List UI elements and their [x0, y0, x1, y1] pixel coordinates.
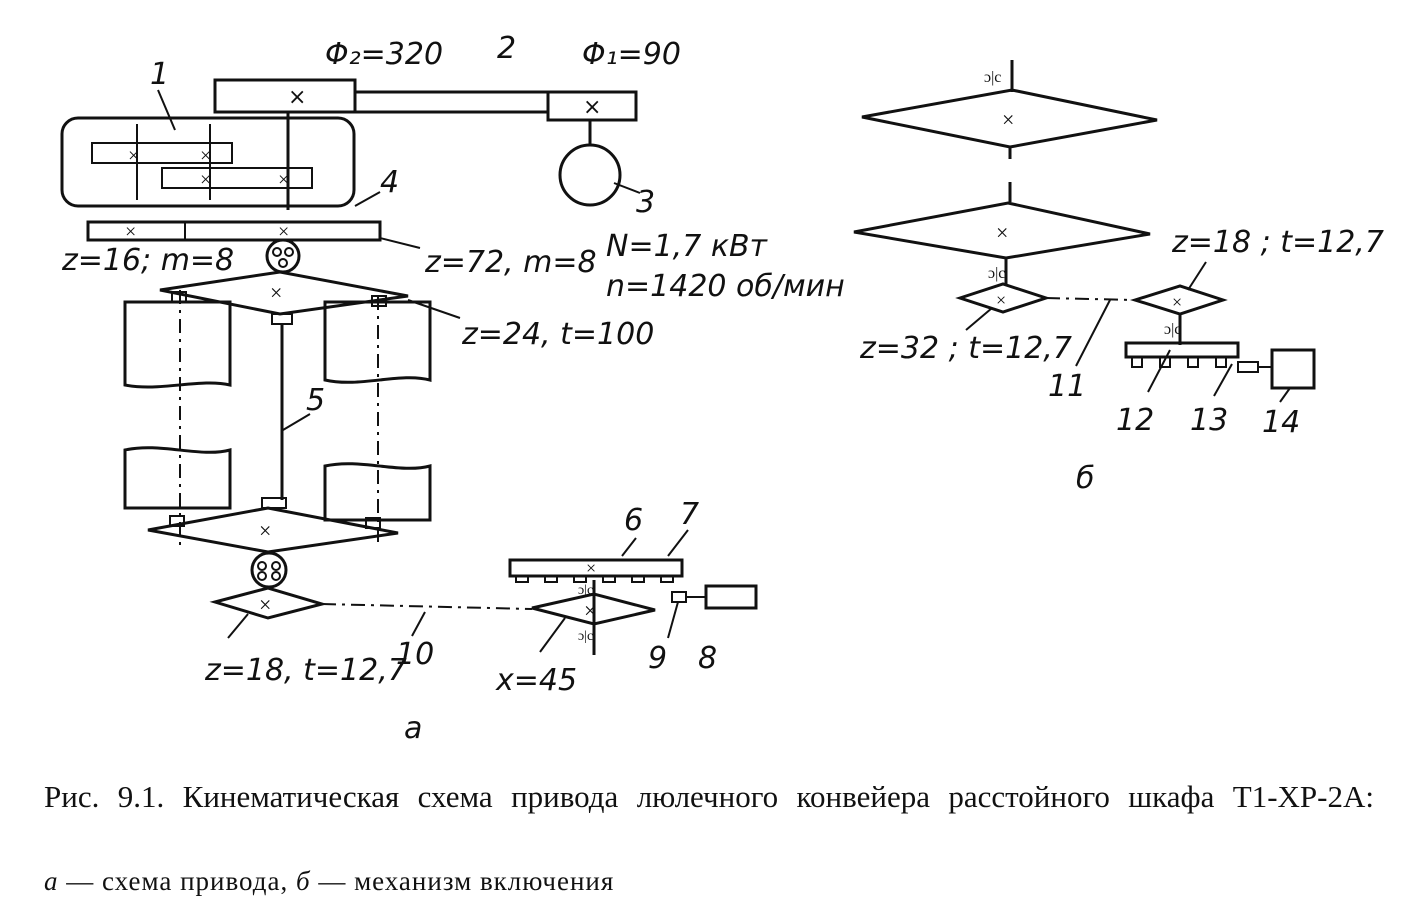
reducer: × × × ×: [60, 89, 356, 208]
label-z32: z=32 ; t=12,7: [859, 331, 1072, 366]
label-9: 9: [648, 641, 667, 676]
legend-b-text: — механизм включения: [310, 866, 615, 896]
svg-text:×: ×: [288, 85, 306, 110]
svg-text:×: ×: [200, 169, 211, 191]
svg-text:×: ×: [1172, 292, 1182, 312]
svg-text:×: ×: [996, 290, 1006, 310]
lower-chain: × × ɔ|c ɔ|c ×: [209, 529, 758, 655]
svg-text:×: ×: [586, 558, 596, 578]
label-1: 1: [150, 57, 169, 92]
label-sub-a: а: [404, 711, 422, 746]
motor-circle: [558, 143, 622, 207]
label-z18a: z=18, t=12,7: [204, 653, 407, 688]
label-phi2: Φ₂=320: [325, 37, 443, 72]
conveyor: × ×: [123, 270, 461, 589]
svg-text:×: ×: [1002, 107, 1014, 132]
svg-text:×: ×: [583, 95, 601, 120]
figure-caption: Рис. 9.1. Кинематическая схема привода л…: [44, 779, 1374, 814]
label-7: 7: [680, 497, 699, 532]
label-5: 5: [306, 383, 325, 418]
gear-pair: × ×: [86, 191, 421, 274]
label-13: 13: [1190, 403, 1228, 438]
belt-drive: × ×: [213, 78, 641, 210]
label-x45: x=45: [495, 663, 577, 698]
svg-text:ɔ|c: ɔ|c: [984, 69, 1001, 86]
label-speed: n=1420 об/мин: [606, 269, 845, 304]
label-6: 6: [624, 503, 643, 538]
svg-text:ɔ|c: ɔ|c: [988, 265, 1005, 282]
label-10: 10: [396, 637, 434, 672]
label-z18b: z=18 ; t=12,7: [1171, 225, 1384, 260]
mechanism-b: ɔ|c × × ɔ|c × × ɔ|c: [853, 60, 1316, 403]
label-sub-b: б: [1076, 461, 1095, 496]
label-z24: z=24, t=100: [461, 317, 654, 352]
legend-b-letter: б: [295, 866, 311, 896]
svg-text:×: ×: [270, 280, 282, 305]
svg-text:×: ×: [996, 220, 1008, 245]
label-12: 12: [1116, 403, 1154, 438]
label-z72: z=72, m=8: [424, 245, 597, 280]
svg-text:ɔ|c: ɔ|c: [578, 583, 593, 598]
label-2: 2: [497, 31, 516, 66]
label-8: 8: [698, 641, 717, 676]
label-power: N=1,7 кВт: [606, 229, 769, 264]
label-phi1: Φ₁=90: [582, 37, 681, 72]
legend-a-text: — схема привода,: [58, 866, 296, 896]
svg-text:ɔ|c: ɔ|c: [1164, 321, 1181, 338]
label-3: 3: [636, 185, 655, 220]
svg-text:×: ×: [125, 221, 136, 243]
svg-text:×: ×: [200, 145, 211, 167]
svg-text:×: ×: [278, 169, 289, 191]
svg-text:×: ×: [259, 592, 271, 617]
svg-text:×: ×: [278, 221, 289, 243]
label-14: 14: [1262, 405, 1300, 440]
figure-legend: а — схема привода, б — механизм включени…: [44, 866, 614, 897]
svg-text:×: ×: [128, 145, 139, 167]
svg-text:×: ×: [259, 518, 271, 543]
svg-text:ɔ|c: ɔ|c: [578, 629, 593, 644]
label-4: 4: [380, 165, 399, 200]
legend-a-letter: а: [44, 866, 59, 896]
label-z16: z=16; m=8: [61, 243, 234, 278]
label-11: 11: [1048, 369, 1086, 404]
